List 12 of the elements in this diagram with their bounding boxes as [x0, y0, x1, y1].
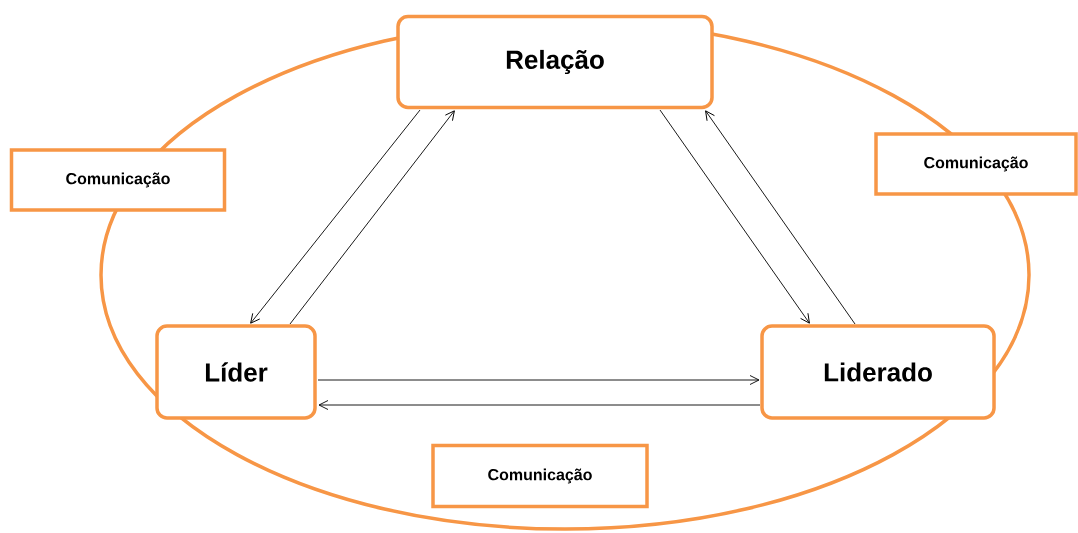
label-box: Comunicação	[874, 132, 1078, 196]
label-box: Comunicação	[431, 443, 649, 509]
arrow	[659, 109, 810, 324]
arrow	[705, 110, 856, 325]
concept-box: Liderado	[760, 324, 996, 420]
arrow	[250, 109, 421, 324]
concept-box: Líder	[155, 324, 317, 420]
arrow	[317, 375, 760, 385]
label-box: Comunicação	[9, 148, 227, 212]
arrow	[289, 110, 455, 325]
concept-box: Relação	[396, 14, 714, 110]
arrow	[318, 400, 761, 410]
